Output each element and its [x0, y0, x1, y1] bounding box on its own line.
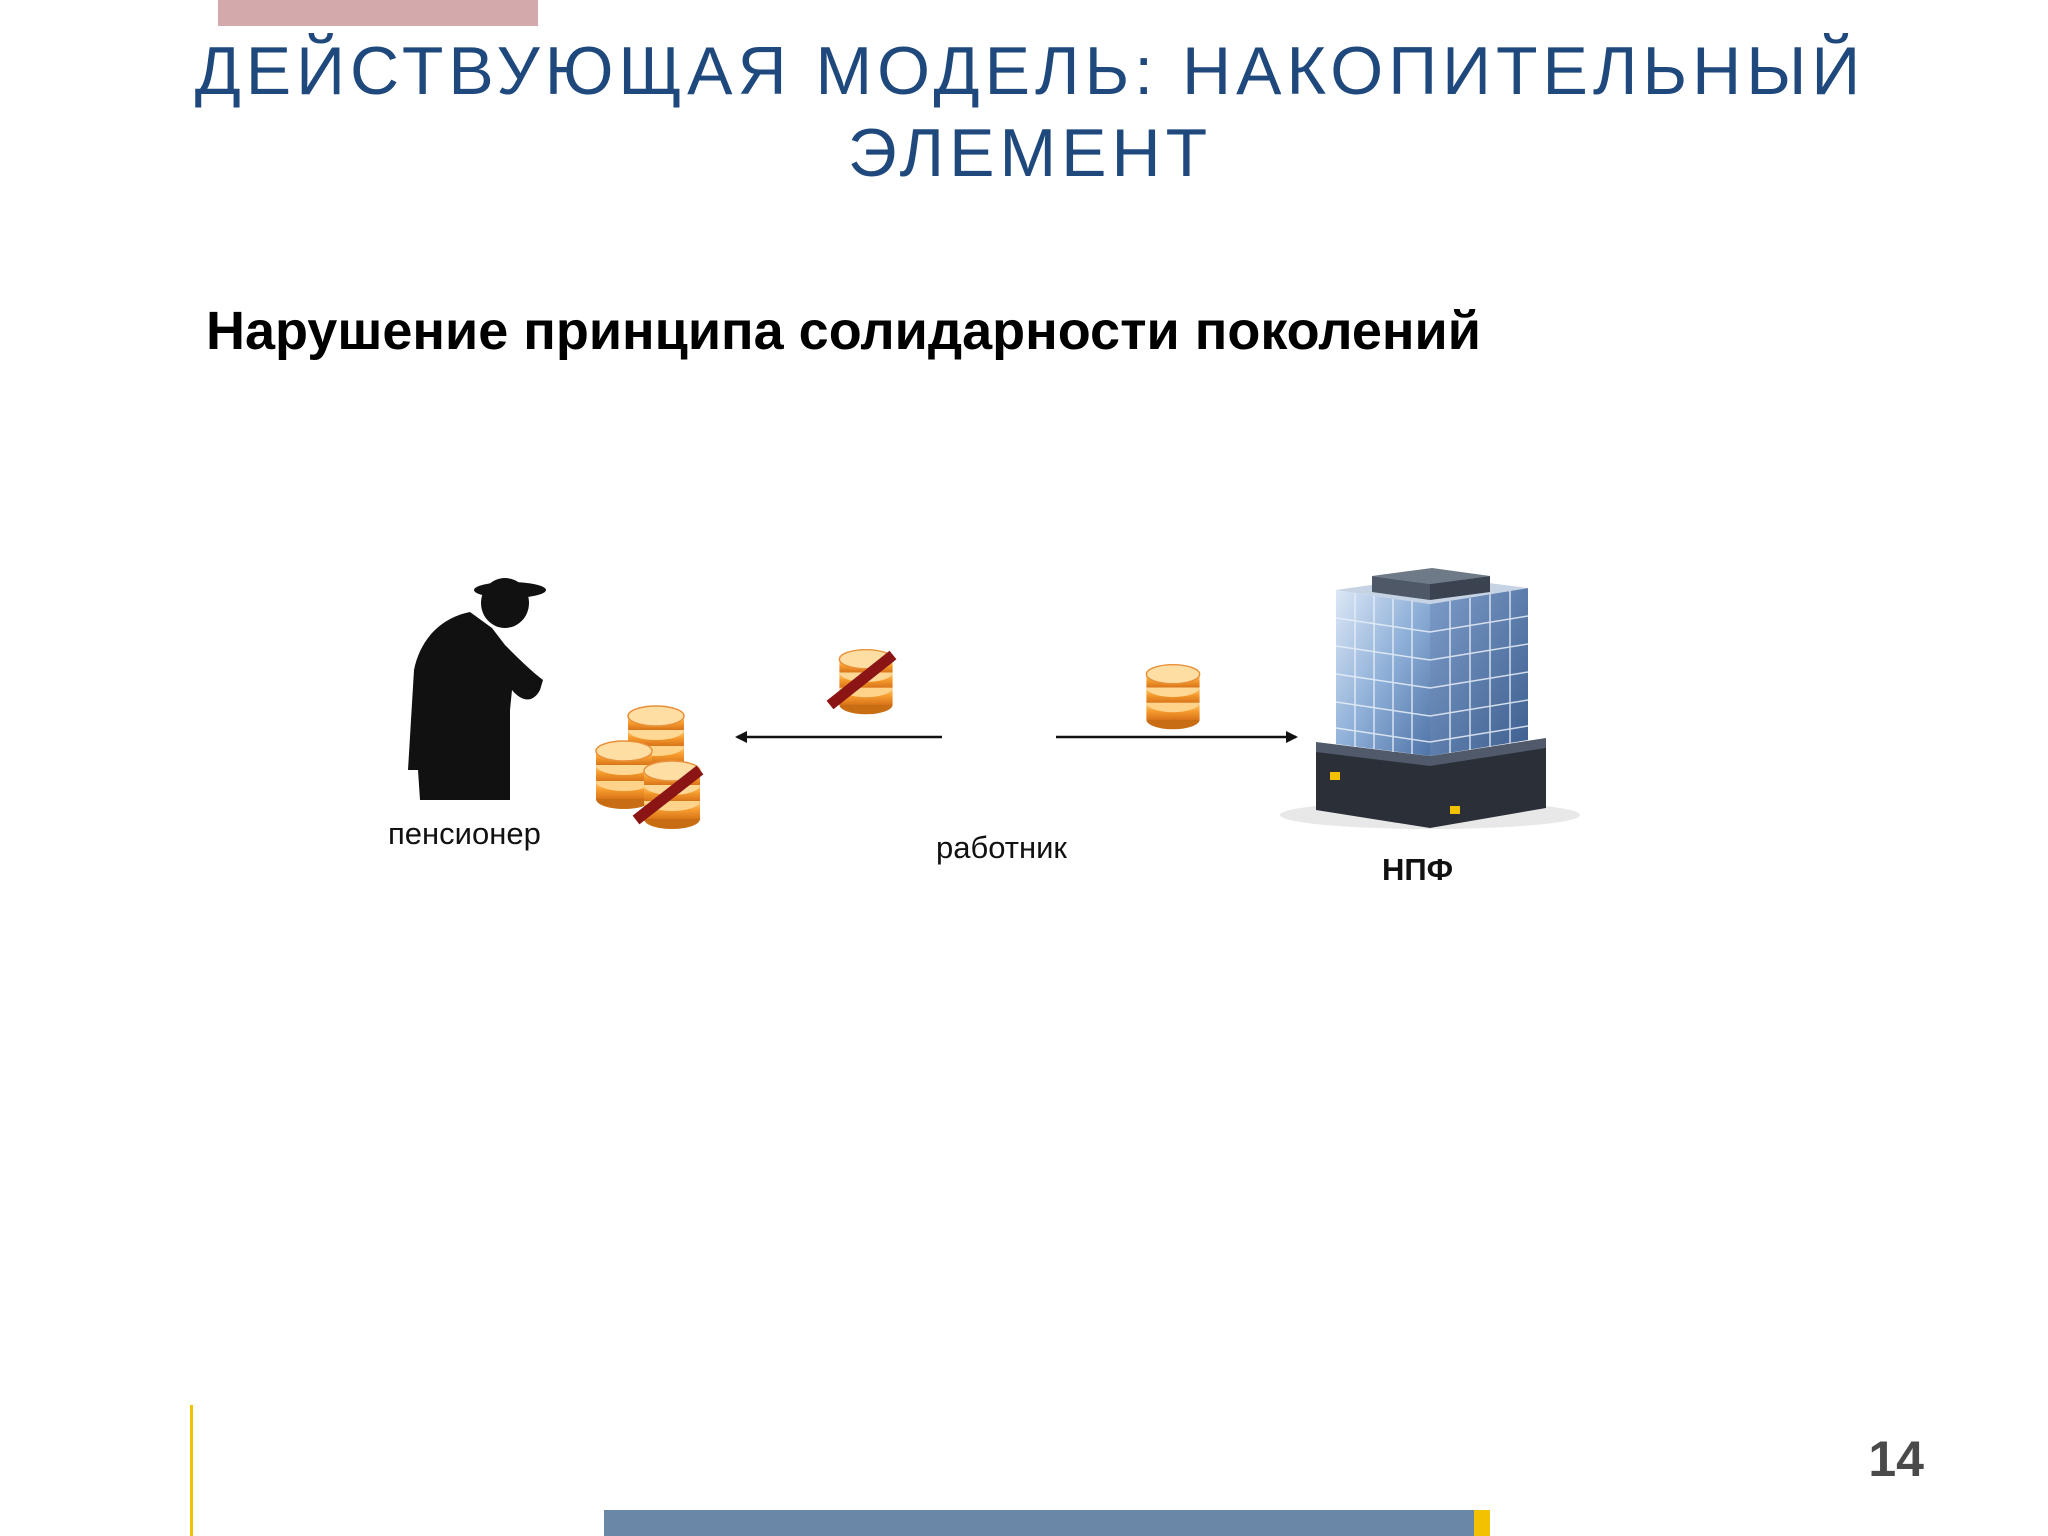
- fund-label: НПФ: [1382, 852, 1454, 887]
- page-number: 14: [1868, 1431, 1924, 1487]
- pensioner-label: пенсионер: [388, 816, 541, 851]
- bottom-accent-bar: [604, 1510, 1474, 1536]
- bottom-accent-marker: [1474, 1510, 1490, 1536]
- slide-subtitle: Нарушение принципа солидарности поколени…: [206, 301, 1481, 361]
- payment-cross-marker: [826, 650, 897, 710]
- slide-title-line1: ДЕЙСТВУЮЩАЯ МОДЕЛЬ: НАКОПИТЕЛЬНЫЙ: [194, 33, 1866, 109]
- slide-title: ДЕЙСТВУЮЩАЯ МОДЕЛЬ: НАКОПИТЕЛЬНЫЙ ЭЛЕМЕН…: [100, 30, 1960, 194]
- worker-label: работник: [936, 830, 1067, 865]
- top-accent-bar: [218, 0, 538, 26]
- payment-to-fund-icon: [1145, 663, 1201, 731]
- elderly-person-icon: [408, 578, 546, 800]
- office-building-icon: [1280, 568, 1580, 829]
- slide-title-line2: ЭЛЕМЕНТ: [847, 115, 1213, 191]
- pensioner-cross-marker: [632, 765, 704, 825]
- left-accent-line: [190, 1405, 193, 1536]
